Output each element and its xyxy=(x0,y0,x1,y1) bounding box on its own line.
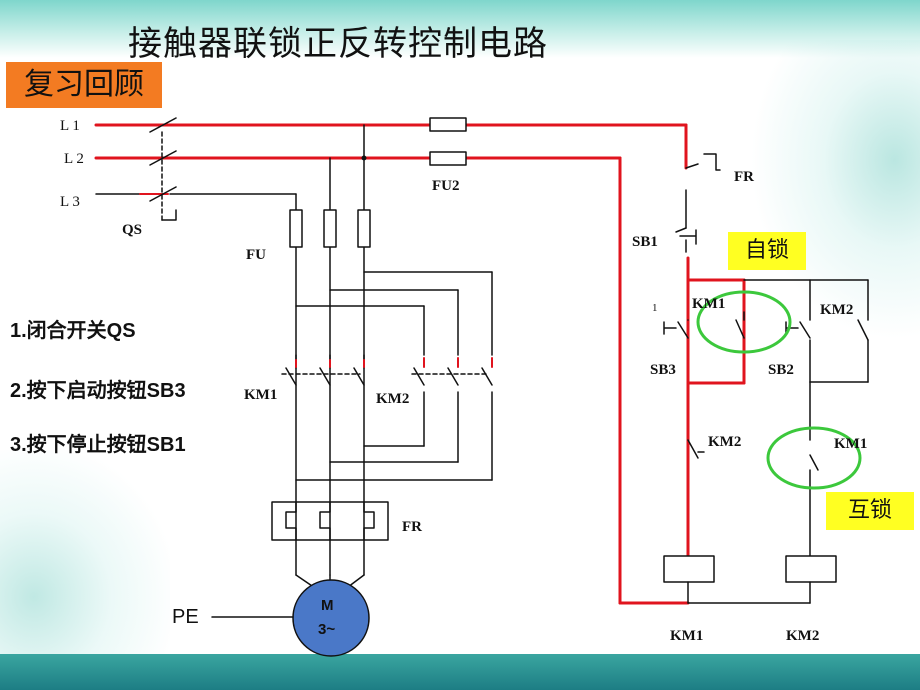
interlock-tag: 互锁 xyxy=(826,492,914,530)
label-km1-aux: KM1 xyxy=(692,296,725,312)
km1-contact-red xyxy=(295,359,365,368)
label-km2-interlock: KM2 xyxy=(708,434,741,450)
label-km1-interlock: KM1 xyxy=(834,436,867,452)
control-red-path xyxy=(618,123,746,605)
step-2: 2.按下启动按钮SB3 xyxy=(10,380,186,402)
label-km2-main: KM2 xyxy=(376,391,409,407)
fuse-fu xyxy=(289,209,371,248)
label-fu: FU xyxy=(246,247,266,263)
step-3: 3.按下停止按钮SB1 xyxy=(10,434,186,456)
label-fr-main: FR xyxy=(402,519,422,535)
motor-label-m: M xyxy=(321,597,334,614)
label-coil-km1: KM1 xyxy=(670,628,703,644)
motor xyxy=(211,574,370,657)
decoration-left xyxy=(0,450,170,660)
qs-switch xyxy=(149,117,177,221)
label-km1-main: KM1 xyxy=(244,387,277,403)
motor-label-phase: 3~ xyxy=(318,621,335,638)
reversal-wiring xyxy=(295,271,493,481)
main-wiring xyxy=(169,124,365,576)
label-pe: PE xyxy=(172,606,199,628)
label-node-1: 1 xyxy=(652,302,658,314)
interlock-highlight xyxy=(766,426,862,490)
decoration-right xyxy=(750,40,920,340)
label-sb3: SB3 xyxy=(650,362,676,378)
label-km2-aux: KM2 xyxy=(820,302,853,318)
label-qs: QS xyxy=(122,222,142,238)
label-l1: L 1 xyxy=(60,118,80,134)
label-fu2: FU2 xyxy=(432,178,460,194)
label-coil-km2: KM2 xyxy=(786,628,819,644)
label-sb2: SB2 xyxy=(768,362,794,378)
review-label: 复习回顾 xyxy=(6,62,162,108)
fuse-fu2 xyxy=(429,117,467,166)
self-lock-tag: 自锁 xyxy=(728,232,806,270)
km1-main-contacts xyxy=(281,354,365,386)
label-fr-ctrl: FR xyxy=(734,169,754,185)
footer-band xyxy=(0,654,920,690)
thermal-relay-fr xyxy=(271,501,389,541)
step-1: 1.闭合开关QS xyxy=(10,320,136,342)
label-l3: L 3 xyxy=(60,194,80,210)
self-lock-highlight xyxy=(696,290,792,354)
control-wiring xyxy=(663,153,869,604)
page-title: 接触器联锁正反转控制电路 xyxy=(128,24,548,64)
label-l2: L 2 xyxy=(64,151,84,167)
km2-main-contacts xyxy=(411,367,493,386)
label-sb1: SB1 xyxy=(632,234,658,250)
